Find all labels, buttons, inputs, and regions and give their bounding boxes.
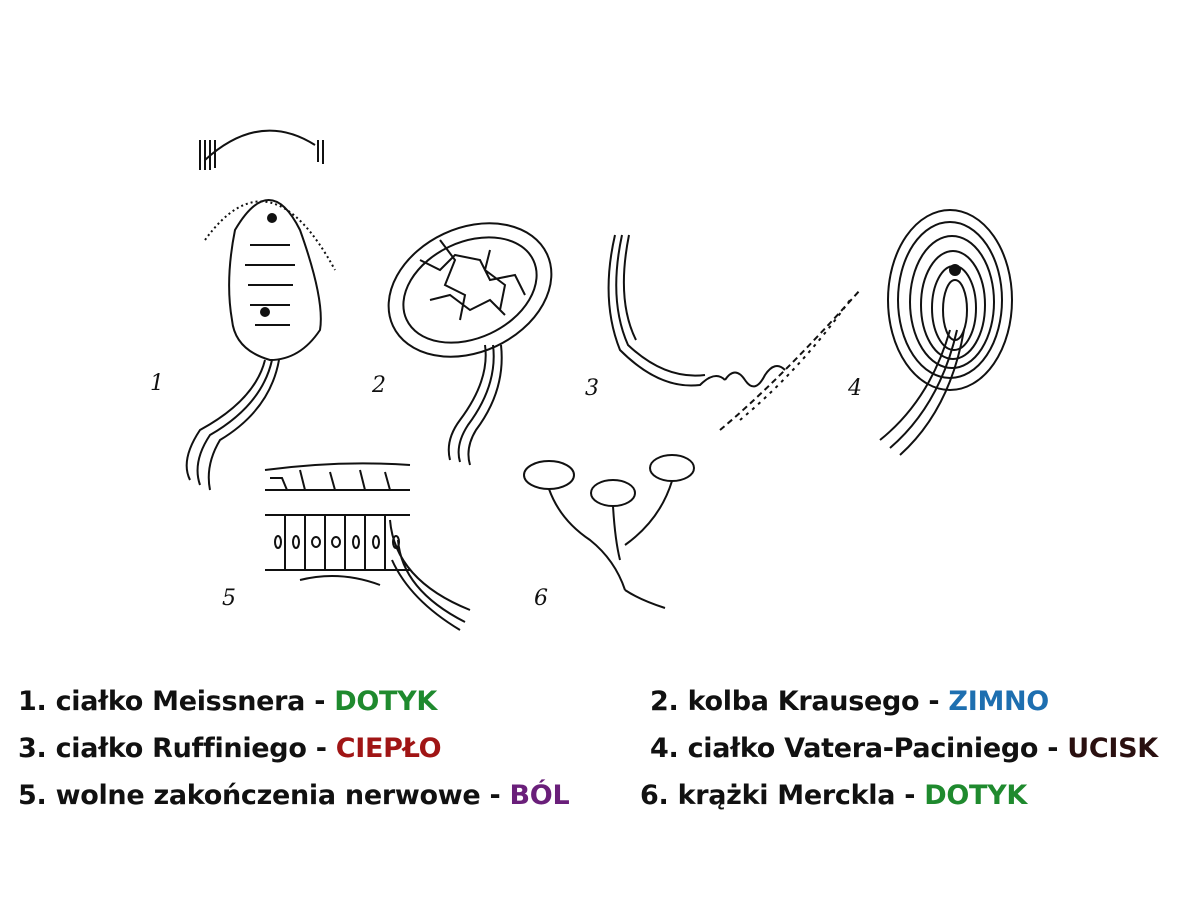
legend-number: 2. [650, 686, 679, 717]
legend-item-1: 1. ciałko Meissnera - DOTYK [18, 686, 437, 717]
legend-receptor-name: kolba Krausego [687, 686, 920, 717]
meissner-corpuscle-drawing [185, 129, 336, 491]
legend-number: 6. [640, 780, 669, 811]
legend-item-6: 6. krążki Merckla - DOTYK [640, 780, 1027, 811]
legend-sense: ZIMNO [948, 686, 1049, 717]
legend-sense: DOTYK [334, 686, 437, 717]
legend-item-2: 2. kolba Krausego - ZIMNO [650, 686, 1049, 717]
legend-separator: - [489, 780, 501, 811]
legend-separator: - [315, 733, 327, 764]
figure-label-5: 5 [222, 586, 236, 611]
legend-separator: - [904, 780, 916, 811]
pacinian-corpuscle-drawing [879, 209, 1013, 456]
legend-separator: - [1047, 733, 1059, 764]
krause-bulb-drawing [387, 222, 553, 466]
legend-separator: - [314, 686, 326, 717]
figure-label-6: 6 [534, 586, 548, 611]
figure-label-1: 1 [150, 371, 164, 396]
legend-sense: CIEPŁO [335, 733, 442, 764]
legend-receptor-name: ciałko Vatera-Paciniego [687, 733, 1039, 764]
figure-label-2: 2 [371, 373, 386, 398]
legend-receptor-name: ciałko Ruffiniego [55, 733, 307, 764]
figure-label-4: 4 [847, 376, 862, 401]
legend-number: 5. [18, 780, 47, 811]
ruffini-corpuscle-drawing [607, 234, 861, 431]
free-nerve-endings-drawing [264, 462, 471, 631]
legend-item-3: 3. ciałko Ruffiniego - CIEPŁO [18, 733, 442, 764]
legend-receptor-name: ciałko Meissnera [55, 686, 306, 717]
legend-number: 4. [650, 733, 679, 764]
legend-receptor-name: wolne zakończenia nerwowe [55, 780, 481, 811]
legend-separator: - [928, 686, 940, 717]
legend-sense: BÓL [509, 780, 570, 811]
legend-number: 1. [18, 686, 47, 717]
merkel-discs-drawing [523, 454, 695, 609]
legend-item-4: 4. ciałko Vatera-Paciniego - UCISK [650, 733, 1158, 764]
legend-sense: UCISK [1067, 733, 1158, 764]
legend-sense: DOTYK [924, 780, 1028, 811]
legend-number: 3. [18, 733, 47, 764]
sensory-receptors-illustration: 1 2 3 4 5 [150, 129, 1013, 631]
legend-item-5: 5. wolne zakończenia nerwowe - BÓL [18, 780, 570, 811]
figure-label-3: 3 [585, 376, 599, 401]
legend-receptor-name: krążki Merckla [677, 780, 896, 811]
